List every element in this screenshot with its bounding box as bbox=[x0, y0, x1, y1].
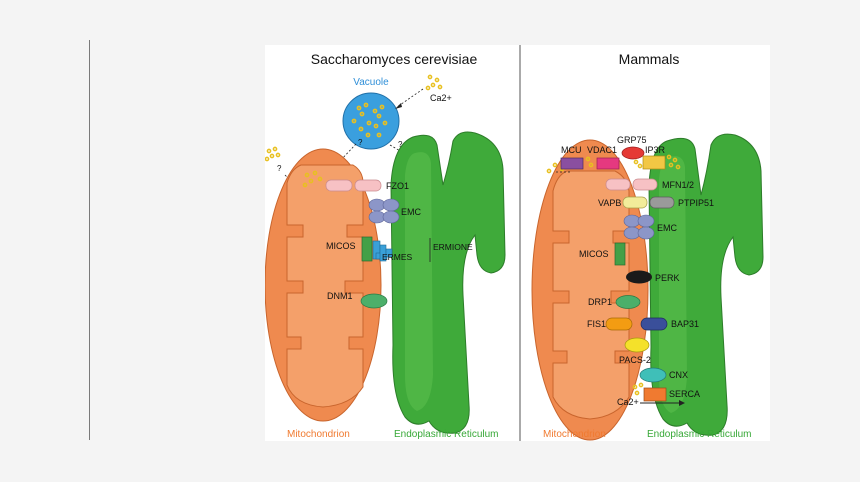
question-mark-3: ? bbox=[277, 164, 282, 173]
figure-panel: Saccharomyces cerevisiae Vacuole Ca2+ ? … bbox=[265, 45, 770, 441]
ca-label-mammals: Ca2+ bbox=[617, 397, 639, 407]
micos-label-mammals: MICOS bbox=[579, 249, 609, 259]
yeast-title: Saccharomyces cerevisiae bbox=[311, 51, 478, 67]
mammals-title: Mammals bbox=[619, 51, 680, 67]
micos-block-yeast bbox=[362, 237, 372, 261]
ip3r-label: IP3R bbox=[645, 145, 666, 155]
ptpip51-label: PTPIP51 bbox=[678, 198, 714, 208]
grp75-protein bbox=[622, 147, 644, 159]
dnm1-label: DNM1 bbox=[327, 291, 353, 301]
mitochondrion-mammals bbox=[532, 140, 648, 440]
bap31-protein bbox=[641, 318, 667, 330]
left-divider-line bbox=[89, 40, 90, 440]
cnx-label: CNX bbox=[669, 370, 688, 380]
fis1-label: FIS1 bbox=[587, 319, 606, 329]
micos-label-yeast: MICOS bbox=[326, 241, 356, 251]
ermione-label: ERMIONE bbox=[433, 242, 473, 252]
serca-label: SERCA bbox=[669, 389, 700, 399]
ptpip51-protein bbox=[650, 197, 674, 208]
mito-label-yeast: Mitochondrion bbox=[287, 429, 350, 440]
micos-block-mammals bbox=[615, 243, 625, 265]
mam-diagram: Saccharomyces cerevisiae Vacuole Ca2+ ? … bbox=[265, 45, 770, 441]
calcium-cluster-top bbox=[426, 75, 441, 89]
calcium-cluster-serca bbox=[633, 383, 642, 394]
drp1-label: DRP1 bbox=[588, 297, 612, 307]
ip3r-channel bbox=[643, 156, 665, 169]
vacuole-label: Vacuole bbox=[353, 77, 389, 88]
pacs2-protein bbox=[625, 338, 649, 352]
perk-label: PERK bbox=[655, 273, 680, 283]
perk-protein bbox=[626, 271, 652, 284]
er-yeast bbox=[391, 132, 505, 433]
fzo1-label: FZO1 bbox=[386, 181, 409, 191]
vdac1-channel bbox=[597, 158, 619, 169]
serca-pump bbox=[644, 388, 666, 401]
emc-label-yeast: EMC bbox=[401, 207, 422, 217]
cnx-protein bbox=[640, 368, 666, 382]
dnm1-protein bbox=[361, 294, 387, 308]
er-label-mammals: Endoplasmic Reticulum bbox=[647, 429, 752, 440]
mito-label-mammals: Mitochondrion bbox=[543, 429, 606, 440]
ermes-label: ERMES bbox=[382, 252, 413, 262]
drp1-protein bbox=[616, 296, 640, 309]
vapb-label: VAPB bbox=[598, 198, 621, 208]
vacuole bbox=[343, 93, 399, 149]
er-label-yeast: Endoplasmic Reticulum bbox=[394, 429, 499, 440]
mcu-label: MCU bbox=[561, 145, 582, 155]
calcium-cluster-left bbox=[265, 147, 279, 160]
vdac1-label: VDAC1 bbox=[587, 145, 617, 155]
bap31-label: BAP31 bbox=[671, 319, 699, 329]
mcu-channel bbox=[561, 158, 583, 169]
question-mark-1: ? bbox=[358, 138, 363, 147]
vapb-protein bbox=[623, 197, 647, 208]
grp75-label: GRP75 bbox=[617, 135, 647, 145]
pacs2-label: PACS-2 bbox=[619, 355, 651, 365]
emc-label-mammals: EMC bbox=[657, 223, 678, 233]
ca-label-yeast: Ca2+ bbox=[430, 93, 452, 103]
mfn12-label: MFN1/2 bbox=[662, 180, 694, 190]
fis1-protein bbox=[606, 318, 632, 330]
